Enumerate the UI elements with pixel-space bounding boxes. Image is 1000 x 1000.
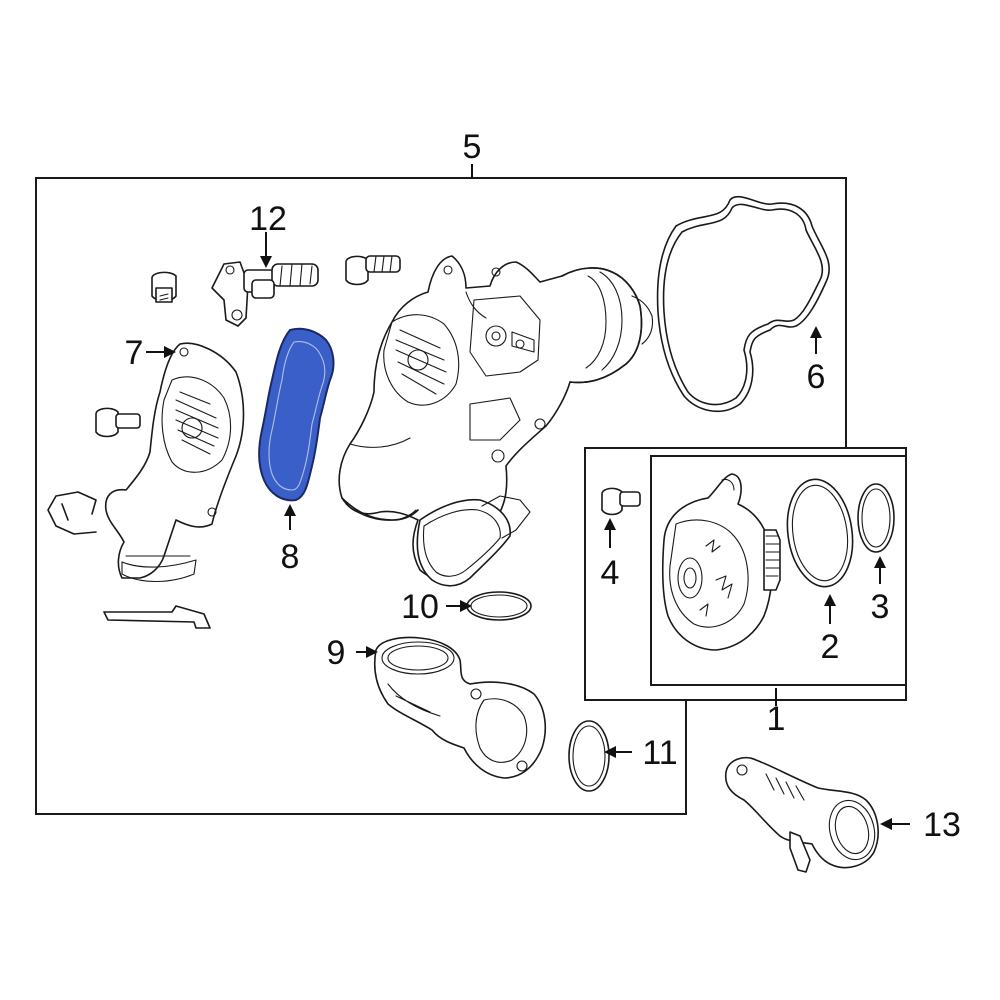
arrow-13 [880, 818, 892, 830]
callout-3: 3 [871, 588, 890, 626]
arrow-12 [260, 256, 272, 268]
sensor-12[interactable] [211, 261, 319, 327]
bolt-4[interactable] [601, 487, 641, 516]
arrow-8 [284, 504, 296, 516]
callout-4: 4 [601, 554, 620, 592]
oring-11[interactable] [568, 720, 610, 792]
bolt-left[interactable] [151, 271, 177, 303]
bolt-center[interactable] [345, 255, 401, 286]
bolt-mid-left[interactable] [95, 407, 141, 438]
pump-housing[interactable] [338, 255, 654, 587]
callout-7: 7 [125, 334, 144, 372]
cover-7[interactable] [104, 342, 245, 582]
fitting-9[interactable] [373, 636, 547, 779]
arrow-10 [460, 600, 472, 612]
callout-8: 8 [281, 538, 300, 576]
callout-9: 9 [327, 634, 346, 672]
arrow-7 [164, 346, 176, 358]
callout-13: 13 [923, 806, 961, 844]
bracket-strip[interactable] [103, 605, 211, 629]
arrow-11 [604, 746, 616, 758]
oring-2[interactable] [781, 475, 859, 591]
water-pump[interactable] [662, 473, 781, 651]
oring-3[interactable] [857, 483, 895, 553]
clip[interactable] [47, 491, 97, 535]
callout-11: 11 [642, 734, 677, 772]
callout-5: 5 [463, 128, 482, 166]
arrow-2 [824, 594, 836, 606]
inner-box-pump [650, 455, 907, 686]
gasket-6[interactable] [656, 195, 830, 413]
arrow-9 [366, 646, 378, 658]
arrow-4 [604, 518, 616, 530]
callout-6: 6 [807, 358, 826, 396]
callout-10: 10 [401, 588, 439, 626]
callout-12: 12 [249, 200, 287, 238]
oring-10[interactable] [466, 591, 532, 621]
arrow-3 [874, 556, 886, 568]
pipe-13[interactable] [724, 756, 881, 873]
callout-2: 2 [821, 628, 840, 666]
gasket-8-highlighted[interactable] [258, 327, 335, 502]
callout-1: 1 [767, 700, 786, 738]
arrow-6 [810, 326, 822, 338]
